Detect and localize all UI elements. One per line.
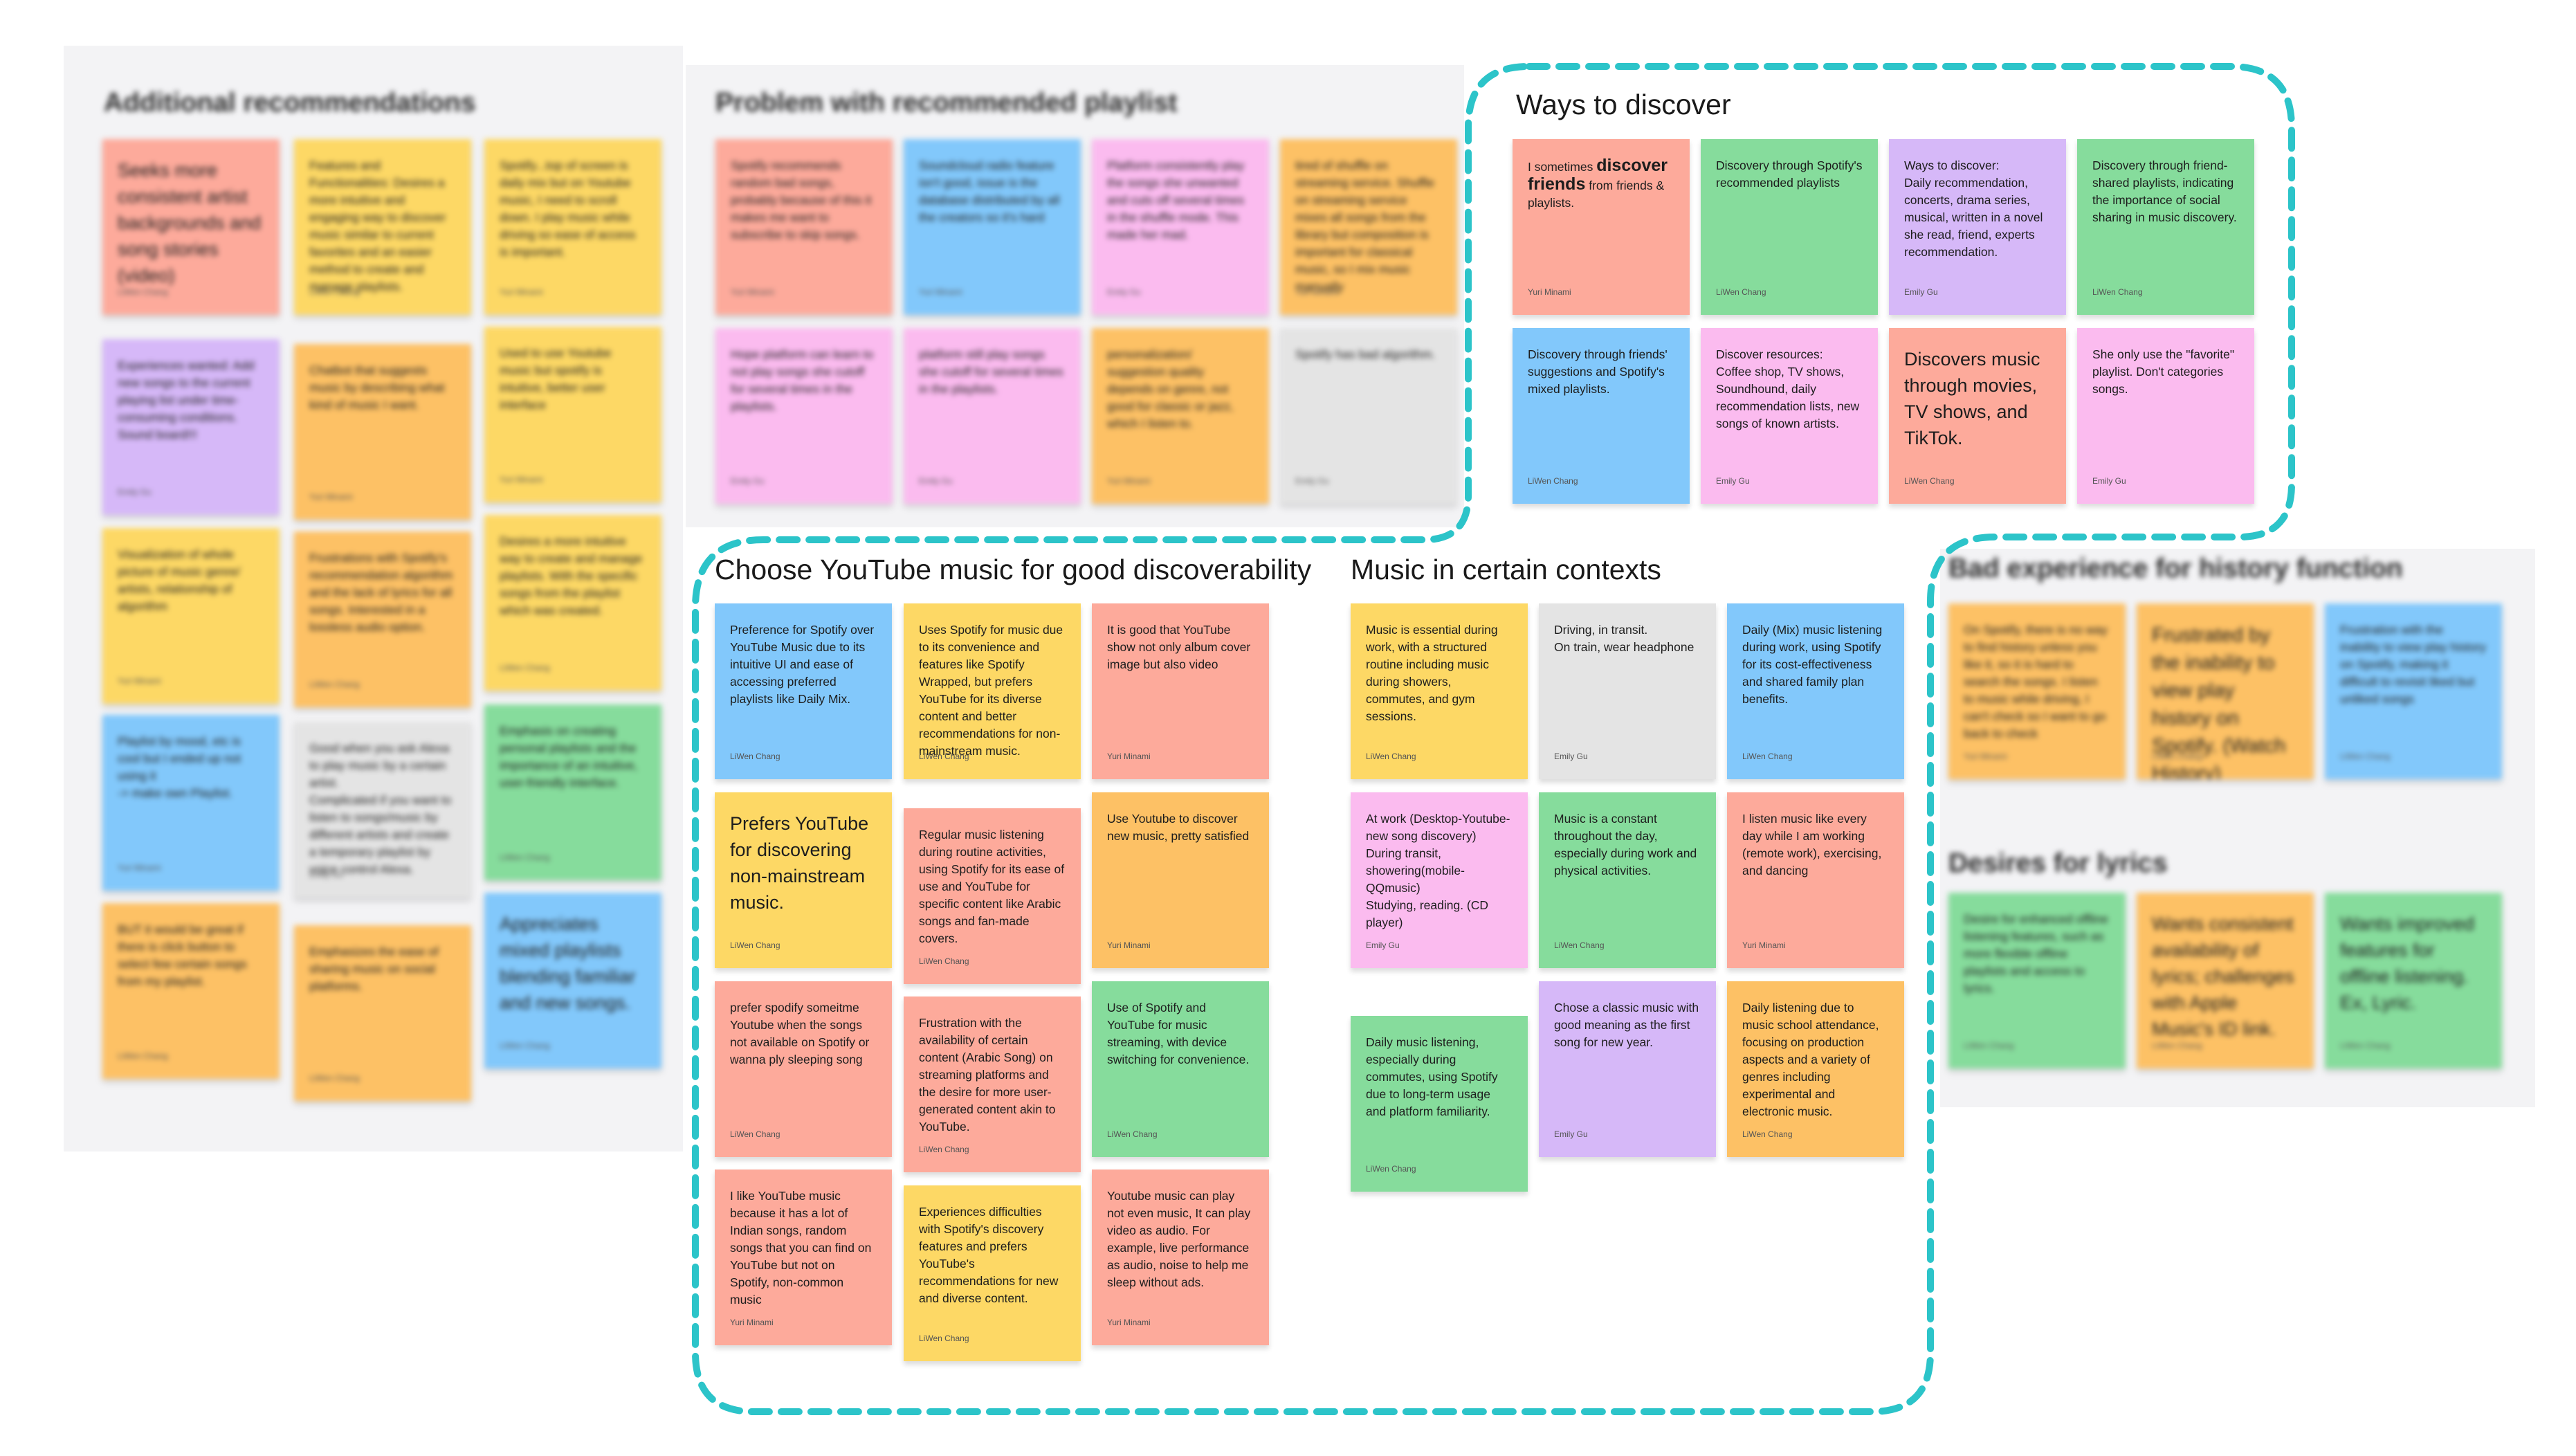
section-title-contexts: Music in certain contexts	[1351, 554, 1661, 585]
sticky-note[interactable]: On Spotify, there is no way to find hist…	[1948, 603, 2126, 779]
sticky-note[interactable]: Discovery through friend-shared playlist…	[2077, 139, 2254, 315]
sticky-note[interactable]: Desires a more intuitive way to create a…	[484, 515, 661, 691]
sticky-note[interactable]: Ways to discover: Daily recommendation, …	[1889, 139, 2066, 315]
sticky-note[interactable]: Music is a constant throughout the day, …	[1539, 792, 1716, 968]
sticky-note[interactable]: Uses Spotify for music due to its conven…	[904, 603, 1081, 779]
sticky-note[interactable]: Music is essential during work, with a s…	[1351, 603, 1528, 779]
sticky-note[interactable]: Good when you ask Alexa to play music by…	[294, 722, 471, 898]
sticky-note[interactable]: Wants improved features for offline list…	[2325, 893, 2502, 1068]
section-title-history: Bad experience for history function	[1948, 554, 2403, 583]
sticky-note[interactable]: Features and Functionalities: Desires a …	[294, 139, 471, 315]
sticky-note[interactable]: Discovery through friends' suggestions a…	[1513, 328, 1690, 504]
sticky-note[interactable]: Emphasizes the ease of sharing music on …	[294, 925, 471, 1101]
sticky-note[interactable]: Use of Spotify and YouTube for music str…	[1092, 981, 1269, 1157]
sticky-note[interactable]: I sometimes discover friends from friend…	[1513, 139, 1690, 315]
sticky-note[interactable]: platform still play songs she cutoff for…	[904, 328, 1081, 504]
sticky-note[interactable]: Soundcloud radio feature isn't good, iss…	[904, 139, 1081, 315]
sticky-note[interactable]: Frustrated by the inability to view play…	[2137, 603, 2314, 779]
sticky-note[interactable]: It is good that YouTube show not only al…	[1092, 603, 1269, 779]
sticky-note[interactable]: Preference for Spotify over YouTube Musi…	[715, 603, 892, 779]
sticky-note[interactable]: Emphasis on creating personal playlists …	[484, 704, 661, 880]
sticky-note[interactable]: Daily listening due to music school atte…	[1727, 981, 1904, 1157]
sticky-note[interactable]: Experiences wanted: Add new songs to the…	[102, 339, 280, 515]
sticky-note[interactable]: Youtube music can play not even music, I…	[1092, 1170, 1269, 1345]
sticky-note[interactable]: Frustrations with Spotify's recommendati…	[294, 531, 471, 707]
sticky-note[interactable]: At work (Desktop-Youtube-new song discov…	[1351, 792, 1528, 968]
sticky-note[interactable]: Discovers music through movies, TV shows…	[1889, 328, 2066, 504]
sticky-note[interactable]: Spotify has bad algorithm. Emily Gu	[1280, 328, 1457, 504]
sticky-note[interactable]: prefer spodify someitme Youtube when the…	[715, 981, 892, 1157]
sticky-note[interactable]: Driving, in transit. On train, wear head…	[1539, 603, 1716, 779]
section-title-youtube: Choose YouTube music for good discoverab…	[715, 554, 1312, 585]
section-title-additional: Additional recommendations	[104, 88, 476, 118]
sticky-note[interactable]: Daily (Mix) music listening during work,…	[1727, 603, 1904, 779]
section-title-lyrics: Desires for lyrics	[1948, 848, 2168, 878]
section-title-ways: Ways to discover	[1516, 89, 1731, 120]
sticky-note[interactable]: She only use the "favorite" playlist. Do…	[2077, 328, 2254, 504]
sticky-note[interactable]: Wants consistent availability of lyrics;…	[2137, 893, 2314, 1068]
sticky-note[interactable]: Chose a classic music with good meaning …	[1539, 981, 1716, 1157]
sticky-note[interactable]: Prefers YouTube for discovering non-main…	[715, 792, 892, 968]
sticky-note[interactable]: Desire for enhanced offline listening fe…	[1948, 893, 2126, 1068]
sticky-note[interactable]: Platform consistently play the songs she…	[1092, 139, 1269, 315]
sticky-note[interactable]: Discovery through Spotify's recommended …	[1701, 139, 1878, 315]
sticky-note[interactable]: Chatbot that suggests music by describin…	[294, 344, 471, 520]
sticky-note[interactable]: Spotify recommends random bad songs, pro…	[715, 139, 893, 315]
sticky-note[interactable]: Visualization of whole picture of music …	[102, 528, 280, 704]
sticky-note[interactable]: Appreciates mixed playlists blending fam…	[484, 893, 661, 1068]
sticky-note[interactable]: tired of shuffle on streaming service. S…	[1280, 139, 1457, 315]
sticky-note[interactable]: Hope platform can learn to not play song…	[715, 328, 893, 504]
sticky-note[interactable]: Daily music listening, especially during…	[1351, 1016, 1528, 1192]
sticky-note[interactable]: Regular music listening during routine a…	[904, 808, 1081, 984]
sticky-note[interactable]: Use Youtube to discover new music, prett…	[1092, 792, 1269, 968]
sticky-note[interactable]: personalization/ suggestion quality depe…	[1092, 328, 1269, 504]
sticky-note[interactable]: Used to use Youtube music but spotify is…	[484, 327, 661, 502]
sticky-note[interactable]: BUT it would be great if there is click …	[102, 903, 280, 1079]
sticky-note[interactable]: Spotify...top of screen is daily mix but…	[484, 139, 661, 315]
sticky-note[interactable]: Discover resources: Coffee shop, TV show…	[1701, 328, 1878, 504]
section-title-problem: Problem with recommended playlist	[715, 88, 1178, 118]
sticky-note[interactable]: I listen music like every day while I am…	[1727, 792, 1904, 968]
sticky-note[interactable]: I like YouTube music because it has a lo…	[715, 1170, 892, 1345]
sticky-note[interactable]: Experiences difficulties with Spotify's …	[904, 1185, 1081, 1361]
sticky-note[interactable]: Seeks more consistent artist backgrounds…	[102, 139, 280, 315]
sticky-note[interactable]: Frustration with the inability to view p…	[2325, 603, 2502, 779]
note-text: I sometimes discover friends from friend…	[1528, 156, 1668, 210]
sticky-note[interactable]: Playlist by mood, etc is cool but I ende…	[102, 715, 280, 891]
sticky-note[interactable]: Frustration with the availability of cer…	[904, 997, 1081, 1172]
